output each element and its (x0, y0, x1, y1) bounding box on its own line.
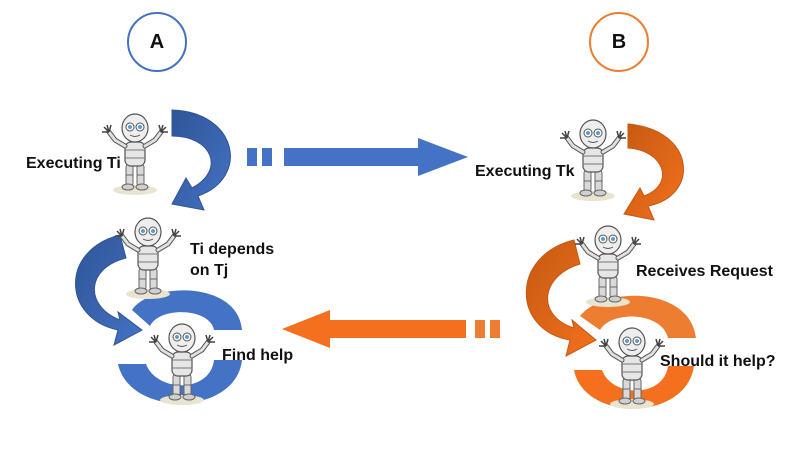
label-ti-depends-line2: on Tj (190, 262, 229, 279)
blue-dash-2 (262, 148, 272, 166)
orange-cycle-ring-bottom (574, 366, 694, 409)
orange-curve-arrow-top (623, 123, 684, 221)
blue-cycle-ring-top (132, 290, 242, 330)
orange-long-arrow (282, 310, 466, 348)
agent-b-letter: B (611, 30, 627, 53)
label-find-help: Find help (222, 347, 294, 364)
label-executing-ti: Executing Ti (26, 155, 121, 172)
label-ti-depends-line1: Ti depends (190, 241, 275, 258)
agent-b-circle: B (589, 12, 649, 72)
robot-icon (575, 226, 641, 307)
blue-long-arrow (284, 138, 468, 176)
agent-a-letter: A (149, 30, 165, 53)
orange-dash-2 (475, 320, 485, 338)
orange-dash-1 (490, 320, 500, 338)
robot-icon (560, 120, 626, 201)
orange-curve-arrow-mid (525, 239, 597, 357)
label-should-it-help: Should it help? (660, 353, 776, 370)
agent-a-circle: A (127, 12, 187, 72)
blue-dash-1 (247, 148, 257, 166)
blue-cycle-ring-bottom (118, 360, 242, 404)
label-executing-tk: Executing Tk (475, 163, 575, 180)
blue-curve-arrow-mid (75, 234, 143, 346)
label-receives-request: Receives Request (636, 263, 773, 280)
blue-curve-arrow-top (171, 109, 231, 211)
